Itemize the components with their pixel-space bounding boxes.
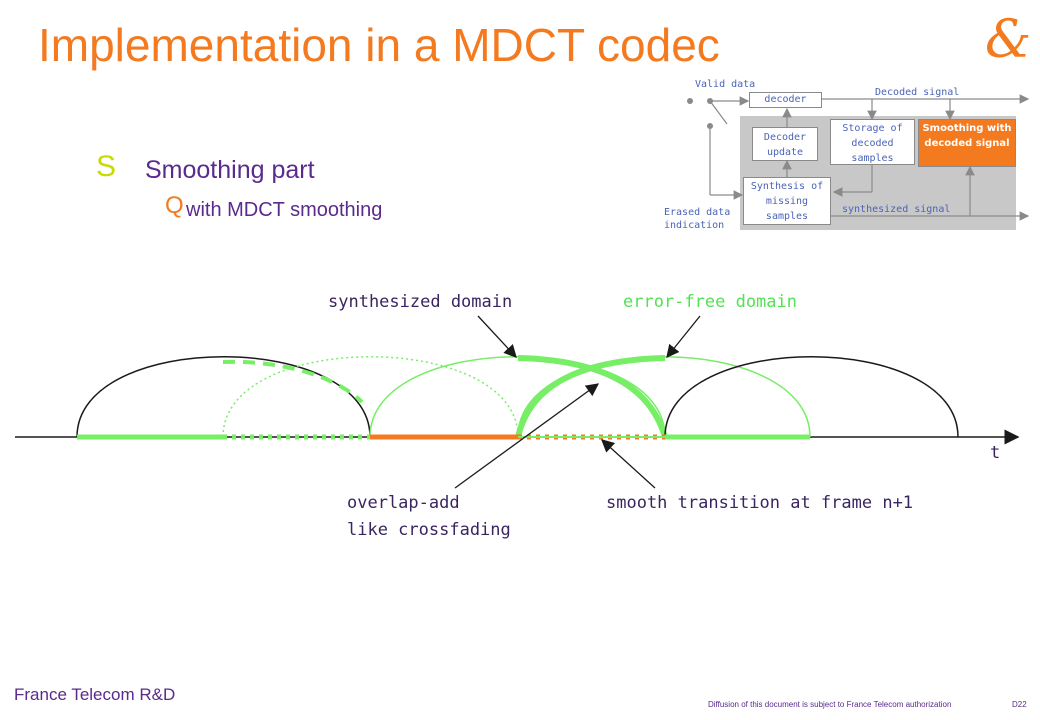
- decoder-update-box: Decoder update: [752, 127, 818, 161]
- label-synthesized-domain: synthesized domain: [328, 292, 513, 312]
- page-title: Implementation in a MDCT codec: [38, 19, 720, 71]
- label-decoded-signal: Decoded signal: [875, 87, 960, 98]
- label-time-axis: t: [990, 443, 1001, 463]
- label-like-crossfading: like crossfading: [347, 520, 511, 540]
- window-arch-4: [664, 356, 959, 438]
- bullet-marker-level1: S: [96, 150, 117, 183]
- label-indication: indication: [664, 220, 725, 231]
- storage-box: Storage of decoded samples: [830, 119, 915, 165]
- page-number: D22: [1012, 700, 1027, 709]
- bullet-text-mdct-smoothing: with MDCT smoothing: [186, 199, 383, 221]
- decoder-box: decoder: [749, 92, 822, 108]
- label-synthesized-signal: synthesized signal: [842, 204, 951, 215]
- smoothing-box: Smoothing with decoded signal: [918, 119, 1016, 167]
- window-arch-synthesized: [369, 356, 666, 438]
- arrow-error-free-domain: [666, 315, 701, 359]
- block-diagram: Valid data Decoded signal decoder Decode…: [660, 78, 1040, 238]
- label-erased-data: Erased data: [664, 207, 731, 218]
- footer-company: France Telecom R&D: [14, 685, 176, 704]
- bullet-marker-level2: Q: [165, 192, 184, 219]
- bullet-text-smoothing-part: Smoothing part: [145, 156, 315, 184]
- label-smooth-transition: smooth transition at frame n+1: [606, 493, 914, 513]
- window-arch-lost: [222, 356, 519, 438]
- arrow-overlap-add: [454, 383, 600, 489]
- label-overlap-add: overlap-add: [347, 493, 460, 513]
- window-arch-1-dashed: [222, 359, 364, 404]
- footer-notice: Diffusion of this document is subject to…: [708, 700, 952, 709]
- synthesis-box: Synthesis of missing samples: [743, 177, 831, 225]
- arrow-synthesized-domain: [477, 315, 517, 358]
- window-arch-1: [76, 356, 371, 438]
- window-arch-error-free-thick: [515, 355, 666, 438]
- window-arch-synthesized-thick: [517, 355, 668, 438]
- label-error-free-domain: error-free domain: [623, 292, 797, 312]
- france-telecom-logo-icon: &: [985, 10, 1032, 70]
- label-valid-data: Valid data: [695, 79, 756, 90]
- arrow-smooth-transition: [601, 439, 656, 489]
